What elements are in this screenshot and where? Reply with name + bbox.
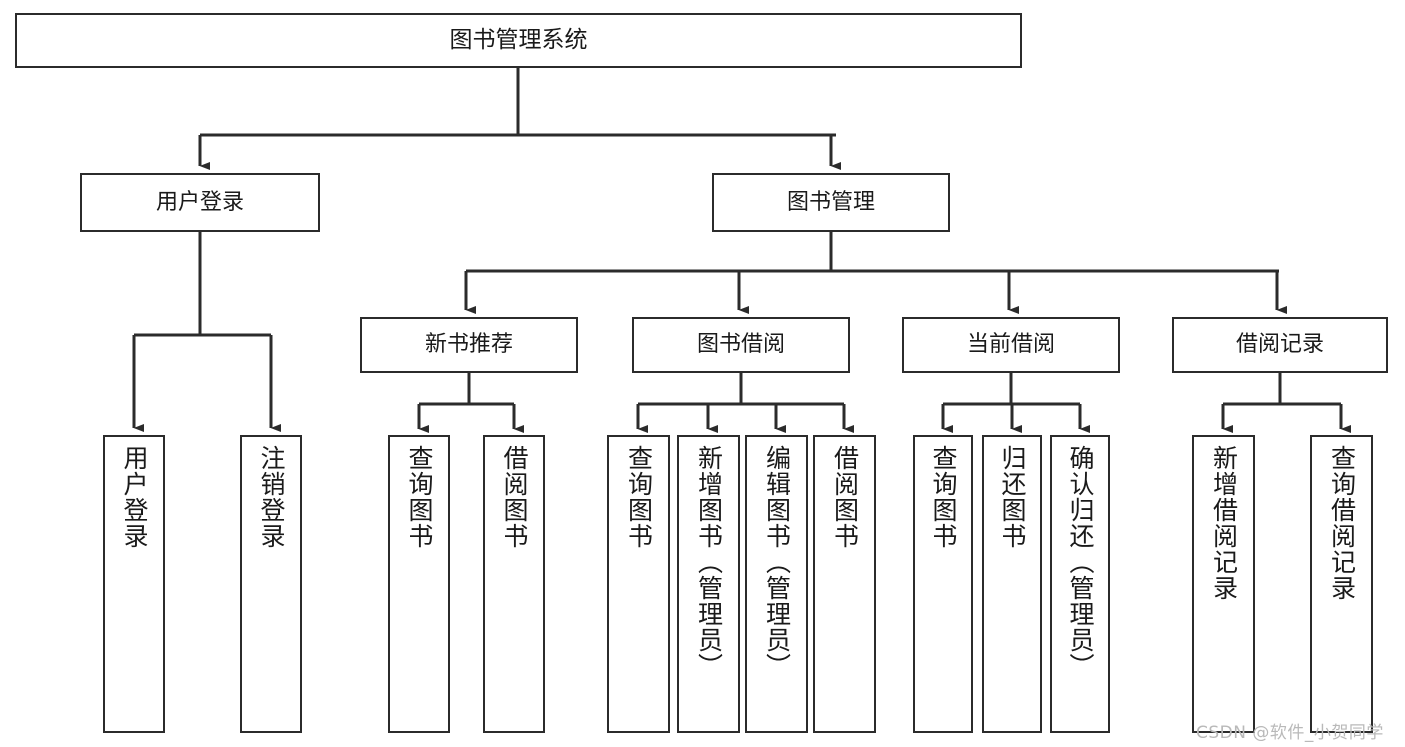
edge-book-manage-to-level3 xyxy=(464,232,1288,315)
node-leaf-query-book-current-label: 查询图书 xyxy=(929,445,958,549)
node-leaf-query-book-borrow[interactable]: 查询图书 xyxy=(607,435,670,733)
node-leaf-return-book-label: 归还图书 xyxy=(998,445,1027,549)
node-borrow-record-label: 借阅记录 xyxy=(1235,332,1324,358)
node-leaf-user-login[interactable]: 用户登录 xyxy=(103,435,165,733)
node-book-borrow-label: 图书借阅 xyxy=(696,332,785,358)
node-leaf-query-borrow-record-label: 查询借阅记录 xyxy=(1327,445,1357,601)
node-book-manage-label: 图书管理 xyxy=(786,189,875,215)
node-current-borrow-label: 当前借阅 xyxy=(966,332,1055,358)
node-leaf-user-login-label: 用户登录 xyxy=(120,445,149,549)
node-leaf-add-borrow-record-label: 新增借阅记录 xyxy=(1209,445,1239,601)
node-leaf-user-logout-label: 注销登录 xyxy=(257,445,286,549)
node-leaf-borrow-book-label: 借阅图书 xyxy=(830,445,860,549)
node-leaf-query-book-current[interactable]: 查询图书 xyxy=(913,435,973,733)
node-leaf-query-borrow-record[interactable]: 查询借阅记录 xyxy=(1310,435,1373,733)
node-user-login[interactable]: 用户登录 xyxy=(80,173,320,232)
node-leaf-borrow-book-recommend[interactable]: 借阅图书 xyxy=(483,435,545,733)
node-new-book-recommend[interactable]: 新书推荐 xyxy=(360,317,578,373)
node-leaf-confirm-return-label: 确认归还（管理员） xyxy=(1066,445,1095,679)
node-leaf-edit-book-label: 编辑图书（管理员） xyxy=(762,445,792,679)
node-current-borrow[interactable]: 当前借阅 xyxy=(902,317,1120,373)
node-new-book-recommend-label: 新书推荐 xyxy=(424,332,513,358)
edge-borrow-record-to-leaves xyxy=(1221,373,1352,434)
edge-book-borrow-to-leaves xyxy=(636,373,855,434)
edge-new-book-recommend-to-leaves xyxy=(417,373,525,434)
node-root-label: 图书管理系统 xyxy=(449,27,588,54)
node-borrow-record[interactable]: 借阅记录 xyxy=(1172,317,1388,373)
edge-root-to-level2 xyxy=(198,68,842,171)
node-leaf-return-book[interactable]: 归还图书 xyxy=(982,435,1042,733)
node-leaf-borrow-book-recommend-label: 借阅图书 xyxy=(500,445,529,549)
node-leaf-query-book-borrow-label: 查询图书 xyxy=(624,445,654,549)
node-leaf-add-book-label: 新增图书（管理员） xyxy=(694,445,724,679)
node-leaf-query-book-recommend-label: 查询图书 xyxy=(405,445,434,549)
node-leaf-user-logout[interactable]: 注销登录 xyxy=(240,435,302,733)
node-leaf-query-book-recommend[interactable]: 查询图书 xyxy=(388,435,450,733)
node-leaf-add-book[interactable]: 新增图书（管理员） xyxy=(677,435,740,733)
edge-user-login-to-leaves xyxy=(132,232,282,433)
node-leaf-borrow-book[interactable]: 借阅图书 xyxy=(813,435,876,733)
node-leaf-confirm-return[interactable]: 确认归还（管理员） xyxy=(1050,435,1110,733)
node-book-manage[interactable]: 图书管理 xyxy=(712,173,950,232)
node-book-borrow[interactable]: 图书借阅 xyxy=(632,317,850,373)
csdn-watermark: CSDN @软件_小贺同学 xyxy=(1196,723,1384,743)
node-user-login-label: 用户登录 xyxy=(155,189,244,215)
node-leaf-add-borrow-record[interactable]: 新增借阅记录 xyxy=(1192,435,1255,733)
edge-current-borrow-to-leaves xyxy=(941,373,1091,434)
node-root[interactable]: 图书管理系统 xyxy=(15,13,1022,68)
node-leaf-edit-book[interactable]: 编辑图书（管理员） xyxy=(745,435,808,733)
